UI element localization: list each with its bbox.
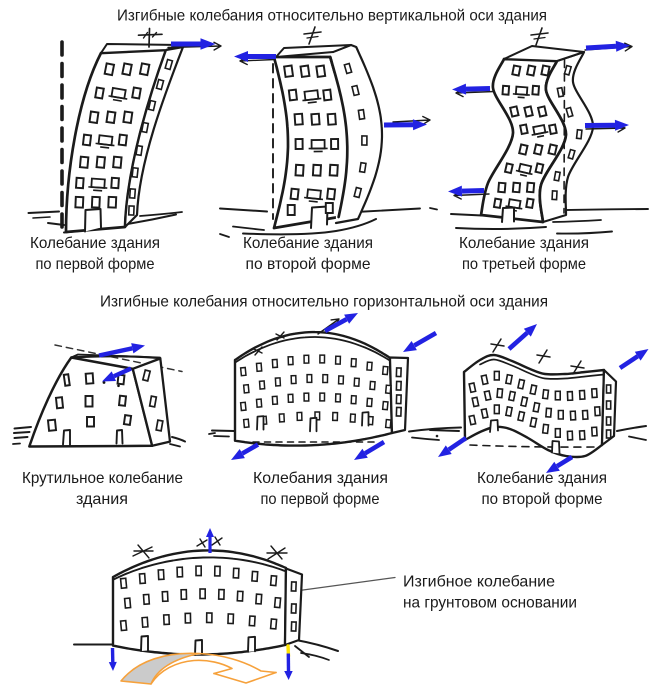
svg-text:Изгибное колебание: Изгибное колебание [403, 574, 555, 591]
svg-text:по третьей форме: по третьей форме [462, 256, 586, 273]
svg-text:Колебания здания: Колебания здания [253, 470, 388, 487]
svg-text:по второй форме: по второй форме [482, 491, 603, 508]
svg-text:Колебание здания: Колебание здания [243, 235, 373, 252]
svg-text:по первой форме: по первой форме [36, 256, 155, 273]
svg-text:здания: здания [76, 491, 128, 508]
svg-text:на грунтовом основании: на грунтовом основании [403, 595, 577, 612]
svg-text:Изгибные колебания относительн: Изгибные колебания относительно вертикал… [117, 8, 547, 25]
svg-text:Крутильное колебание: Крутильное колебание [22, 470, 183, 487]
svg-text:Изгибные колебания относительн: Изгибные колебания относительно горизонт… [100, 294, 548, 311]
svg-text:по первой форме: по первой форме [261, 491, 380, 508]
svg-text:Колебание здания: Колебание здания [459, 235, 589, 252]
svg-text:Колебание здания: Колебание здания [30, 235, 160, 252]
svg-text:Колебание здания: Колебание здания [477, 470, 607, 487]
svg-text:по второй форме: по второй форме [246, 256, 371, 273]
